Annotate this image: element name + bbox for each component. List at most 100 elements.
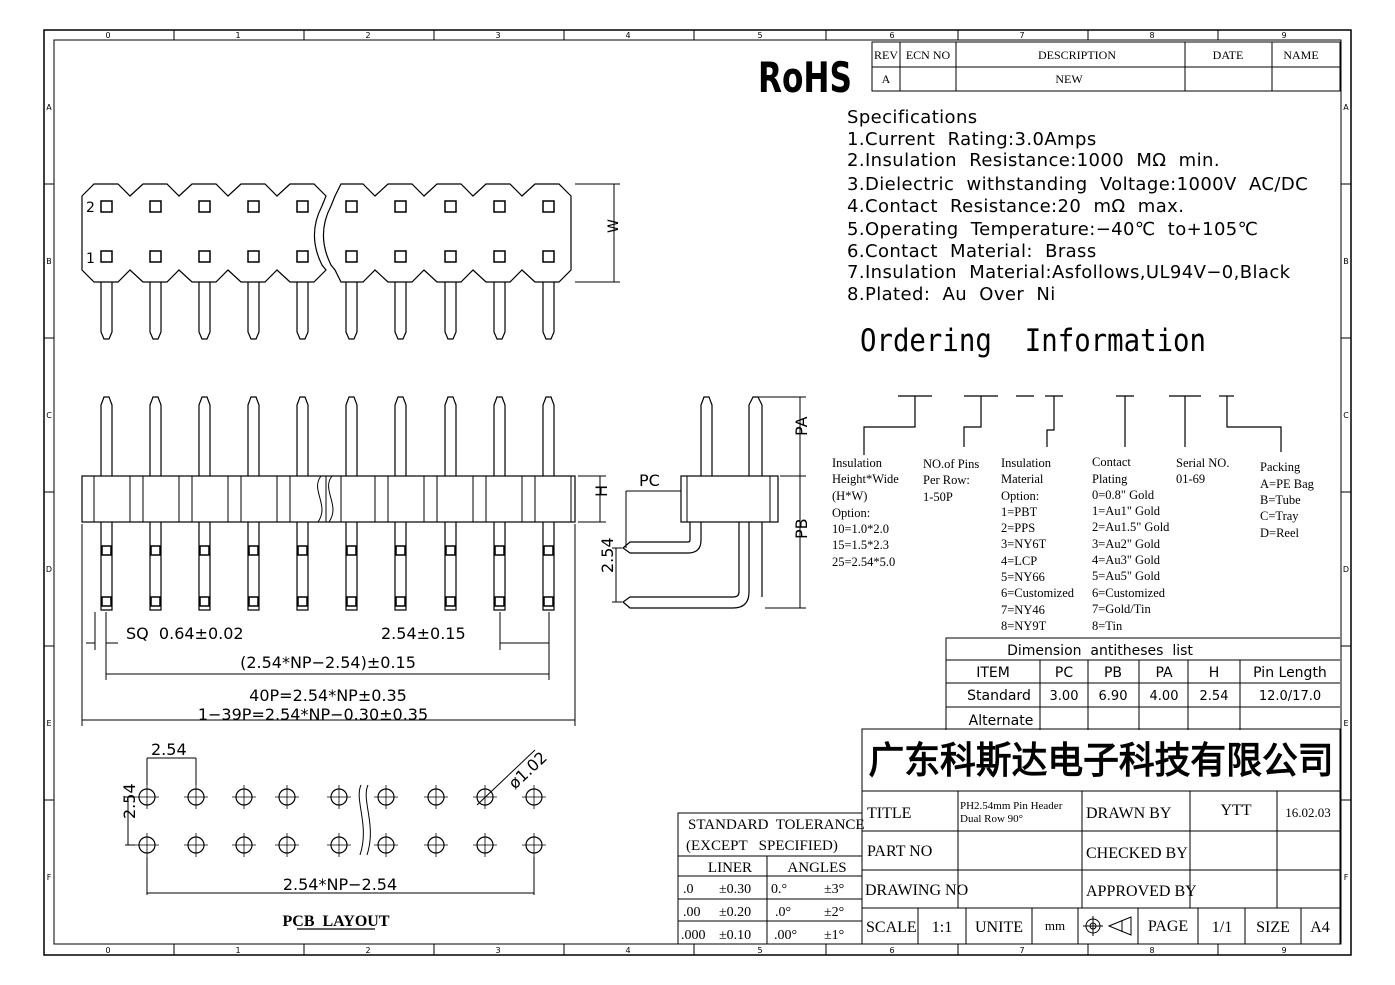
scale-label: SCALE (866, 919, 917, 936)
ruler-d: D (46, 565, 52, 574)
dimension-table-title: Dimension antitheses list (1007, 643, 1193, 659)
pb-label: PB (792, 518, 811, 539)
checked-by-label: CHECKED BY (1086, 845, 1188, 862)
ruler-bottom-1: 1 (235, 946, 240, 955)
ruler-bottom-7: 7 (1019, 946, 1024, 955)
order-group-line: 1=Au1" Gold (1092, 504, 1161, 518)
title-label: TITLE (867, 805, 911, 822)
dim-cell: 12.0/17.0 (1259, 689, 1321, 704)
ruler-7: 7 (1019, 31, 1024, 40)
dim-header: H (1209, 665, 1220, 681)
spec-line: 6.Contact Material: Brass (847, 241, 1097, 262)
ruler-3: 3 (495, 31, 500, 40)
length-40p: 40P=2.54*NP±0.35 (249, 686, 407, 705)
dim-cell: 2.54 (1200, 689, 1229, 704)
order-group-title: Packing (1260, 460, 1301, 474)
side-ruler-labels: A B C D E F A B C D E F (46, 103, 1349, 882)
size-label: SIZE (1256, 919, 1290, 936)
page-value: 1/1 (1212, 919, 1232, 936)
row-2-label: 2 (86, 200, 95, 216)
projection-symbol-icon (1083, 916, 1132, 936)
order-group-line: Per Row: (923, 473, 970, 487)
tolerance-cell: ±0.20 (719, 905, 751, 920)
order-group-line: 4=LCP (1001, 554, 1037, 568)
order-group-material: Insulation Material Option: 1=PBT 2=PPS … (1001, 456, 1075, 633)
order-group-title: NO.of Pins (923, 457, 979, 471)
pcb-holes (138, 788, 543, 854)
ruler-b: B (46, 257, 52, 266)
dim-header: Pin Length (1253, 665, 1327, 681)
order-group-line: 2=Au1.5" Gold (1092, 520, 1170, 534)
order-group-line: B=Tube (1260, 493, 1301, 507)
order-group-line: 7=Gold/Tin (1092, 602, 1151, 616)
ruler-6: 6 (889, 31, 894, 40)
size-value: A4 (1310, 919, 1330, 936)
ruler-bottom-5: 5 (757, 946, 762, 955)
ruler-2: 2 (365, 31, 370, 40)
dim-cell: 6.90 (1099, 689, 1128, 704)
approved-by-label: APPROVED BY (1086, 883, 1197, 900)
order-group-line: 6=Customized (1001, 586, 1075, 600)
frame-ticks (44, 30, 1351, 955)
ruler-c-right: C (1343, 411, 1349, 420)
w-label: W (606, 219, 622, 233)
title-value-line2: Dual Row 90° (960, 813, 1023, 825)
dim-header: PA (1155, 665, 1173, 681)
order-group-title: Contact (1092, 455, 1131, 469)
ruler-bottom-6: 6 (889, 946, 894, 955)
order-group-height: Insulation Height*Wide (H*W) Option: 10=… (832, 456, 899, 569)
specs-title: Specifications (847, 107, 978, 128)
ruler-bottom-4: 4 (625, 946, 630, 955)
ruler-9: 9 (1281, 31, 1286, 40)
dim-cell: Alternate (969, 713, 1034, 729)
order-group-packing: Packing A=PE Bag B=Tube C=Tray D=Reel (1260, 460, 1315, 540)
tolerance-title: STANDARD TOLERANCE (688, 817, 865, 833)
tolerance-cell: ±2° (824, 905, 844, 920)
order-group-line: Plating (1092, 472, 1128, 486)
tolerance-subtitle: (EXCEPT SPECIFIED) (686, 838, 838, 854)
hole-diameter: ø1.02 (505, 748, 551, 793)
order-group-line: 25=2.54*5.0 (832, 555, 895, 569)
ruler-8: 8 (1149, 31, 1154, 40)
ruler-bottom-8: 8 (1149, 946, 1154, 955)
angles-header: ANGLES (787, 860, 846, 876)
rev-header: REV (874, 48, 898, 62)
dim-cell: 3.00 (1050, 689, 1079, 704)
order-group-line: D=Reel (1260, 526, 1300, 540)
unite-value: mm (1045, 918, 1065, 933)
pitch-dimension: 2.54±0.15 (381, 624, 466, 643)
side-view (612, 396, 806, 609)
top-view (81, 183, 620, 340)
dimension-table: Dimension antitheses list ITEM PC PB PA … (945, 637, 1340, 730)
order-group-line: C=Tray (1260, 509, 1299, 523)
order-group-line: 6=Customized (1092, 586, 1166, 600)
spec-line: 5.Operating Temperature:−40℃ to+105℃ (847, 219, 1258, 240)
ruler-bottom-2: 2 (365, 946, 370, 955)
order-group-line: Option: (1001, 489, 1039, 503)
tolerance-cell: .000 (681, 928, 706, 943)
ruler-0: 0 (105, 31, 110, 40)
dim-header: ITEM (976, 665, 1010, 681)
order-group-line: Material (1001, 472, 1044, 486)
ruler-a: A (46, 103, 52, 112)
ruler-e-right: E (1343, 719, 1348, 728)
drawing-no-label: DRAWING NO (865, 882, 968, 899)
ordering-groups: Insulation Height*Wide (H*W) Option: 10=… (832, 455, 1315, 633)
ecn-header: ECN NO (906, 48, 951, 62)
ruler-b-right: B (1343, 257, 1349, 266)
order-group-serial: Serial NO. 01-69 (1176, 456, 1229, 486)
order-group-line: 5=Au5" Gold (1092, 569, 1161, 583)
order-group-line: 2=PPS (1001, 521, 1035, 535)
ruler-e: E (46, 719, 51, 728)
spec-line: 2.Insulation Resistance:1000 MΩ min. (847, 150, 1220, 171)
order-group-title: Insulation (1001, 456, 1052, 470)
order-group-line: Height*Wide (832, 472, 899, 486)
spec-line: 8.Plated: Au Over Ni (847, 284, 1056, 305)
unite-label: UNITE (975, 919, 1023, 936)
liner-header: LINER (708, 860, 752, 876)
tolerance-cell: .0° (775, 905, 791, 920)
pcb-pitch-x: 2.54 (151, 740, 187, 759)
sq-dimension: SQ 0.64±0.02 (126, 624, 244, 643)
title-block: TITLE PH2.54mm Pin Header Dual Row 90° P… (861, 728, 1341, 945)
